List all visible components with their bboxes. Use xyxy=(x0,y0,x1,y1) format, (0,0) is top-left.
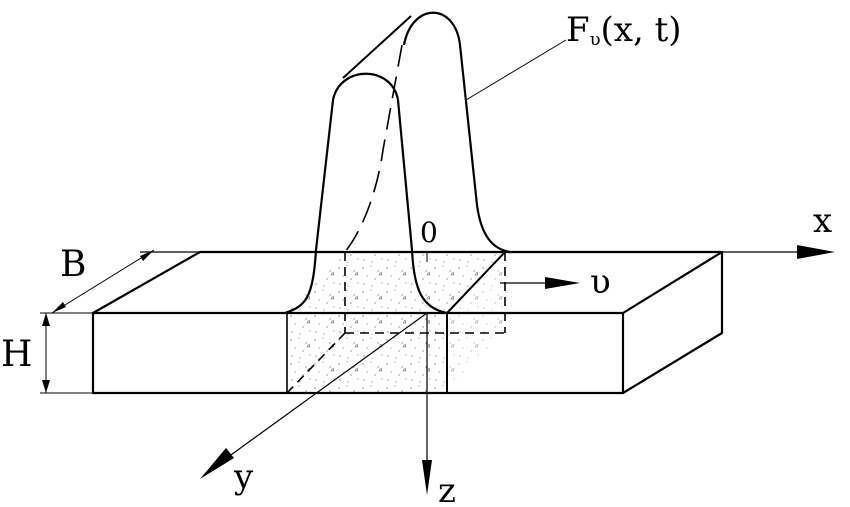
back-load-profile xyxy=(402,11,511,254)
velocity-arrow xyxy=(500,277,580,289)
velocity-label: υ xyxy=(590,262,611,302)
width-label: B xyxy=(60,244,86,285)
height-label: H xyxy=(1,334,32,375)
z-axis-label: z xyxy=(438,471,456,507)
slab-top-face xyxy=(92,250,724,314)
slab-right-face xyxy=(622,252,724,394)
x-axis-arrowhead xyxy=(797,245,835,259)
z-axis-arrowhead xyxy=(422,460,432,495)
force-leader-line xyxy=(465,39,567,101)
y-axis-arrowhead xyxy=(200,448,234,479)
width-dimension xyxy=(40,249,200,314)
force-label: Fυ(x, t) xyxy=(566,10,682,50)
z-axis xyxy=(422,313,432,495)
y-axis xyxy=(200,312,428,479)
back-load-hidden-edge xyxy=(344,44,403,253)
origin-label: 0 xyxy=(420,216,438,249)
height-dimension xyxy=(40,313,93,394)
x-axis-label: x xyxy=(813,201,832,241)
y-axis-label: y xyxy=(233,457,254,497)
contact-zone-outline xyxy=(286,251,506,394)
load-surface xyxy=(284,11,511,315)
contact-zone-fill xyxy=(287,252,505,393)
front-load-profile xyxy=(284,72,448,315)
ridge-line xyxy=(342,15,412,79)
